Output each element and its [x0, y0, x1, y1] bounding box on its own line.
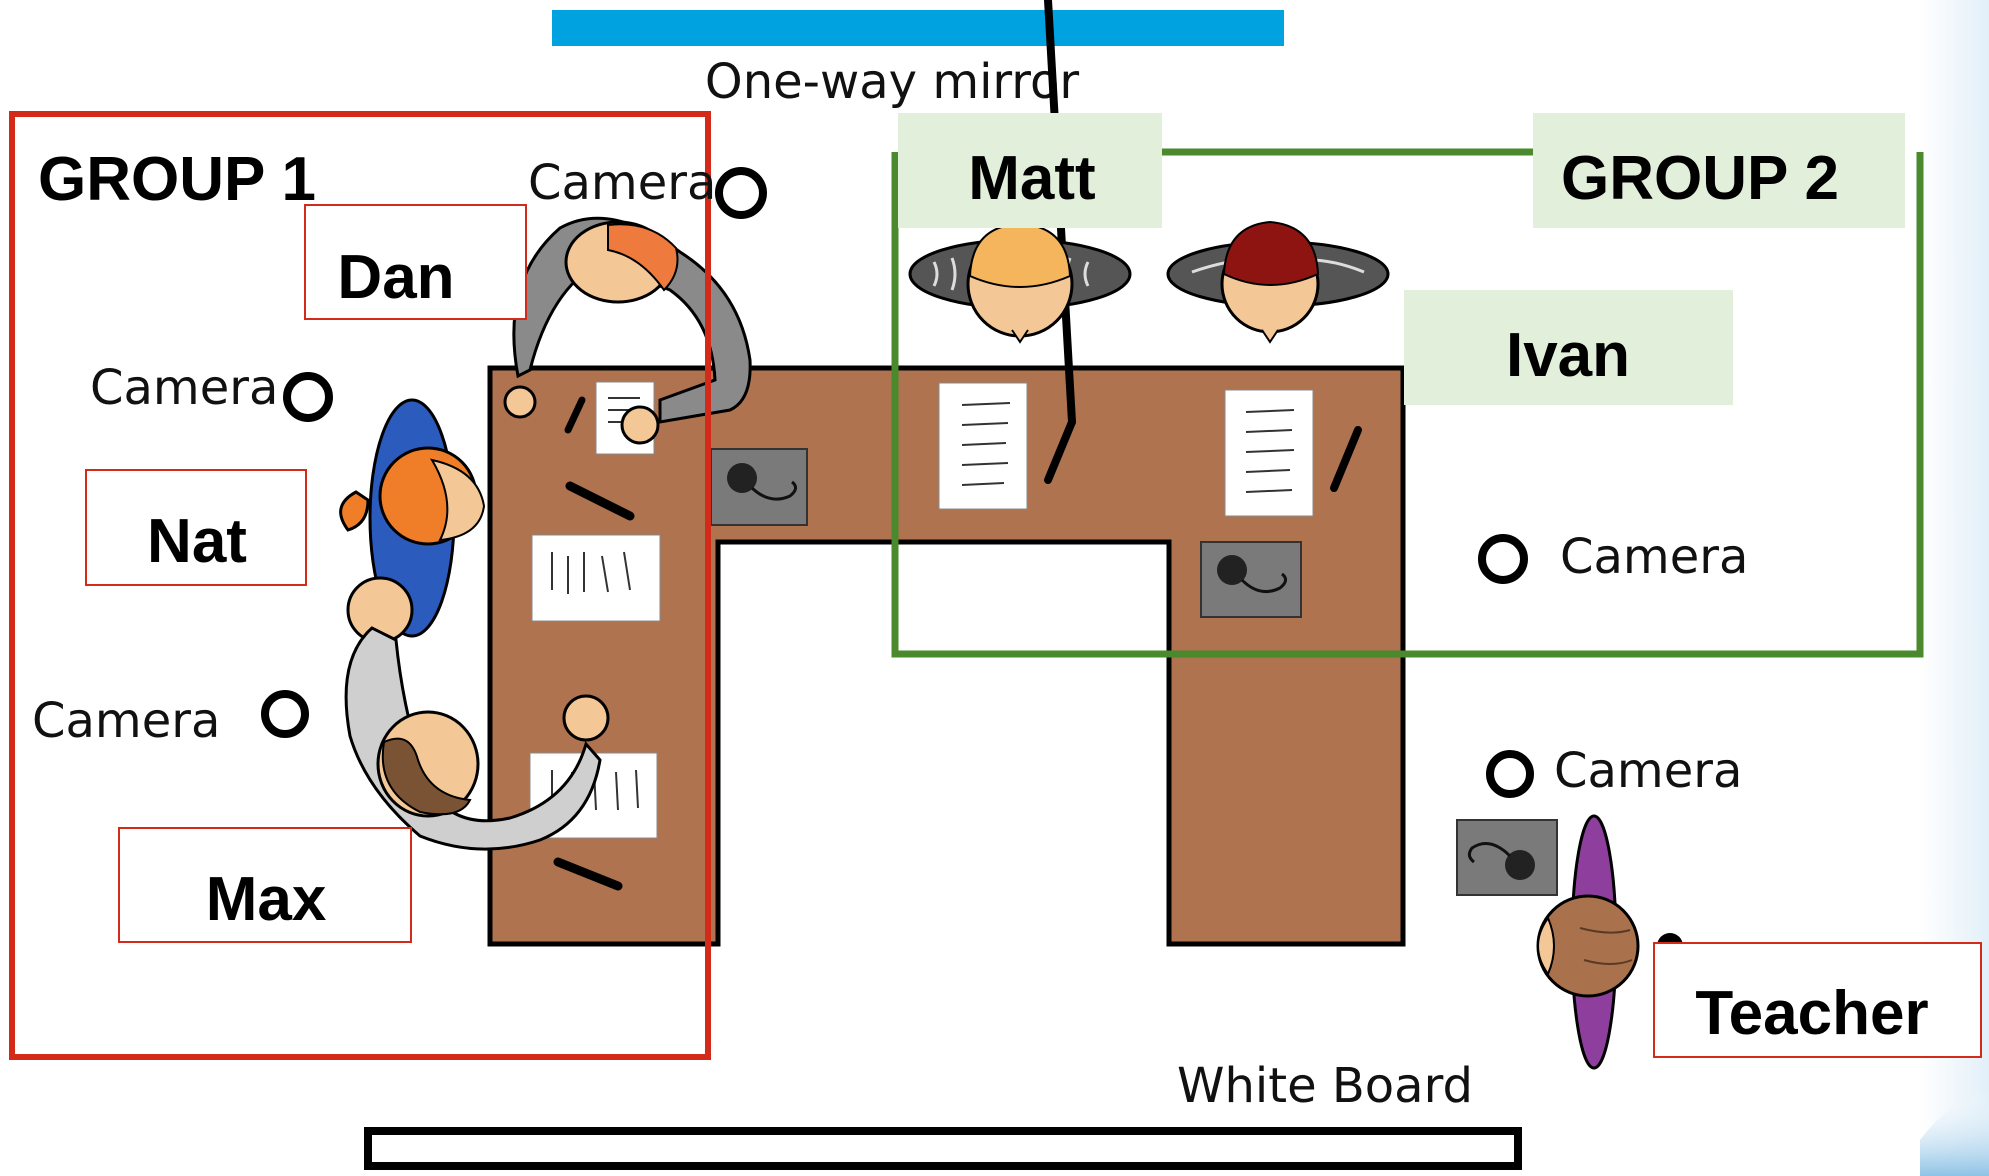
camera-icon: [283, 372, 333, 422]
group1-boundary: [9, 111, 711, 1060]
group2-boundary: [891, 152, 1924, 658]
one-way-mirror: [552, 10, 1284, 46]
microphone-icon: [1200, 541, 1302, 618]
person-ivan-label: Ivan: [1506, 321, 1630, 390]
camera-label: Camera: [1560, 529, 1748, 585]
group2-label-box: [1533, 113, 1905, 228]
microphone-icon: [710, 448, 808, 526]
pen: [565, 481, 635, 521]
camera-left-upper: Camera: [90, 360, 333, 422]
person-teacher-label: Teacher: [1695, 979, 1928, 1048]
microphone-icon: [1456, 819, 1558, 896]
camera-top: Camera: [528, 155, 767, 219]
pen: [1330, 426, 1362, 492]
paper-sheet: [531, 534, 661, 622]
corner-swoosh: [1920, 1090, 1989, 1176]
person-max-label: Max: [206, 865, 327, 934]
person-max-figure: [344, 626, 610, 851]
pen: [564, 396, 586, 434]
paper-sheet: [938, 382, 1028, 510]
person-ivan-figure: [1166, 220, 1390, 344]
camera-icon: [261, 690, 309, 738]
camera-label: Camera: [1554, 743, 1742, 799]
group1-label: GROUP 1: [38, 145, 316, 214]
matt-label-box: [898, 113, 1162, 228]
camera-icon: [715, 167, 767, 219]
whiteboard-label: White Board: [1177, 1058, 1473, 1114]
camera-icon: [1486, 750, 1534, 798]
person-dan-label: Dan: [337, 243, 454, 312]
pen: [553, 857, 623, 891]
person-nat-label: Nat: [147, 507, 247, 576]
max-label-box: [118, 827, 412, 943]
nat-label-box: [85, 469, 307, 586]
white-board: [364, 1127, 1522, 1170]
camera-left-lower: Camera: [32, 690, 309, 749]
ivan-label-box: [1404, 290, 1733, 405]
person-nat-figure: [339, 398, 486, 644]
camera-right-upper: Camera: [1478, 529, 1748, 585]
mirror-label: One-way mirror: [705, 54, 1079, 110]
paper-sheet: [1224, 389, 1314, 517]
person-teacher-figure: [1536, 814, 1683, 1070]
teacher-label-box: [1653, 942, 1982, 1058]
camera-label: Camera: [90, 360, 278, 416]
camera-label: Camera: [528, 155, 716, 211]
camera-right-lower: Camera: [1486, 743, 1742, 799]
camera-label: Camera: [32, 693, 220, 749]
person-matt-figure: [908, 222, 1132, 344]
person-dan-figure: [503, 216, 752, 445]
dan-label-box: [304, 204, 527, 320]
person-matt-label: Matt: [968, 144, 1095, 213]
group2-label: GROUP 2: [1561, 144, 1839, 213]
camera-icon: [1478, 534, 1528, 584]
